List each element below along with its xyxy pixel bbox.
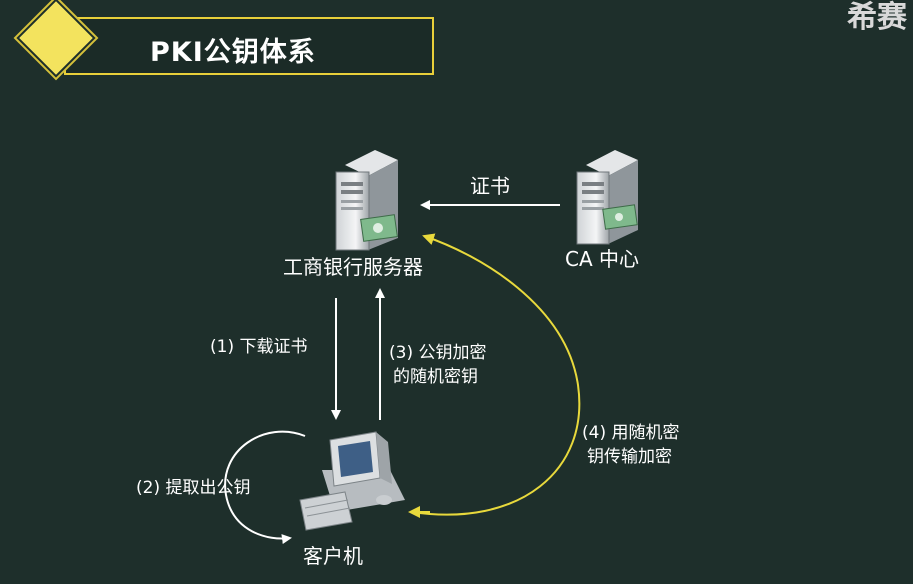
client-computer-icon bbox=[299, 431, 405, 531]
step1-label: (1) 下载证书 bbox=[210, 337, 308, 357]
certificate-label: 证书 bbox=[470, 174, 510, 198]
logo: 希赛 bbox=[847, 0, 907, 35]
ca-center-label: CA 中心 bbox=[565, 247, 640, 271]
client-label: 客户机 bbox=[303, 544, 363, 568]
title-bar bbox=[64, 17, 434, 75]
step2-label: (2) 提取出公钥 bbox=[136, 478, 251, 498]
step4-label-line1: (4) 用随机密 bbox=[582, 423, 680, 443]
step2-loop-arrow bbox=[224, 430, 306, 545]
bank-server-icon bbox=[335, 150, 398, 251]
step4-label-line2: 钥传输加密 bbox=[587, 447, 672, 467]
step4-curve-arrow bbox=[411, 233, 581, 516]
ca-server-icon bbox=[576, 150, 638, 245]
step3-label-line2: 的随机密钥 bbox=[393, 367, 478, 387]
slide-title: PKI公钥体系 bbox=[150, 37, 316, 68]
step3-label-line1: (3) 公钥加密 bbox=[389, 343, 487, 363]
bank-server-label: 工商银行服务器 bbox=[283, 255, 423, 279]
